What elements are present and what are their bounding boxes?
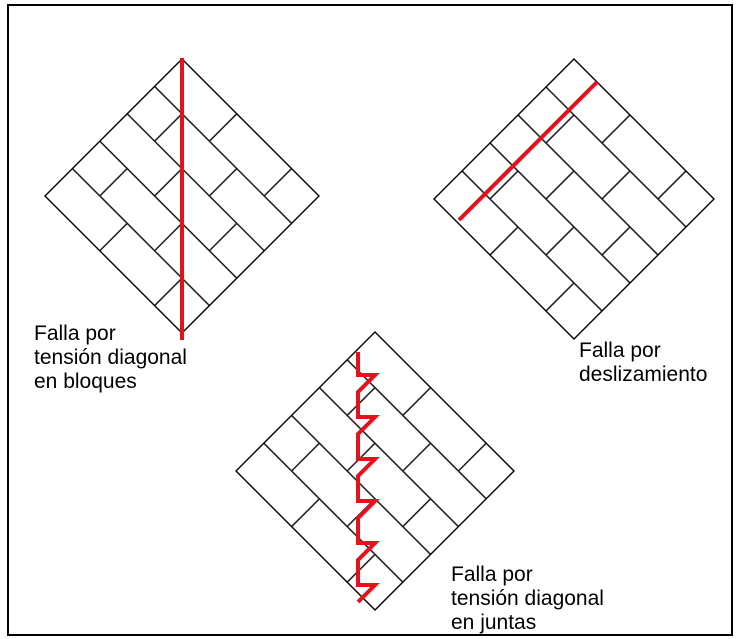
sliding-crack — [457, 80, 599, 222]
caption-diagonal-tension-joints: Falla por tensión diagonal en juntas — [451, 563, 604, 635]
caption-line: deslizamiento — [579, 363, 708, 386]
caption-line: Falla por — [579, 339, 661, 362]
mortar-joint — [208, 222, 238, 252]
mortar-joint — [208, 168, 238, 197]
mortar-joint — [346, 553, 376, 583]
brick-grid-c — [263, 359, 487, 583]
mortar-joint — [291, 414, 432, 555]
panel-diagonal-tension-joints — [235, 331, 515, 611]
mortar-joint — [99, 222, 128, 252]
caption-diagonal-tension-blocks: Falla por tensión diagonal en bloques — [34, 322, 187, 394]
mortar-joint — [601, 226, 631, 256]
mortar-joint — [346, 359, 487, 500]
mortar-joint — [489, 170, 519, 200]
mortar-joint — [545, 86, 687, 228]
mortar-joint — [154, 168, 183, 197]
mortar-joint — [71, 168, 210, 307]
mortar-joint — [291, 498, 320, 528]
wall-outline-c — [235, 331, 515, 611]
mortar-joint — [154, 113, 183, 142]
mortar-joint — [318, 387, 459, 528]
mortar-joint — [657, 170, 687, 200]
mortar-joint — [263, 442, 404, 583]
mortar-joint — [154, 222, 183, 252]
caption-line: en juntas — [451, 611, 537, 634]
mortar-joint — [461, 170, 603, 312]
caption-line: Falla por — [34, 322, 116, 345]
mortar-joint — [291, 442, 320, 472]
caption-line: Falla por — [451, 563, 533, 586]
mortar-joint — [402, 387, 432, 416]
mortar-joint — [457, 442, 487, 472]
mortar-joint — [263, 168, 293, 197]
mortar-joint — [99, 140, 238, 279]
mortar-joint — [601, 114, 631, 144]
caption-line: tensión diagonal — [451, 587, 604, 610]
caption-sliding: Falla por deslizamiento — [579, 339, 707, 387]
mortar-joint — [545, 226, 575, 256]
panel-sliding — [433, 58, 715, 340]
mortar-joint — [126, 113, 265, 252]
diagram-frame — [7, 4, 733, 636]
mortar-joint — [545, 282, 575, 312]
mortar-joint — [99, 168, 128, 197]
mortar-joint — [346, 387, 376, 416]
mortar-joint — [402, 498, 432, 528]
brick-wall-a — [71, 85, 293, 307]
brick-grid-a — [71, 85, 293, 307]
mortar-joint — [208, 113, 238, 142]
brick-wall-c — [263, 359, 487, 583]
brick-grid-b — [461, 86, 687, 312]
mortar-joint — [154, 277, 183, 307]
mortar-joint — [545, 114, 575, 144]
mortar-joint — [517, 114, 659, 256]
wall-outline-b — [433, 58, 715, 340]
stepped-crack — [356, 352, 380, 604]
mortar-joint — [601, 170, 631, 200]
panel-diagonal-tension-blocks — [44, 58, 320, 340]
mortar-joint — [489, 142, 631, 284]
caption-line: tensión diagonal — [34, 346, 187, 369]
mortar-joint — [545, 170, 575, 200]
mortar-joint — [489, 226, 519, 256]
mortar-joint — [154, 85, 293, 224]
mortar-joint — [402, 442, 432, 472]
brick-wall-b — [461, 86, 687, 312]
caption-line: en bloques — [34, 370, 137, 393]
